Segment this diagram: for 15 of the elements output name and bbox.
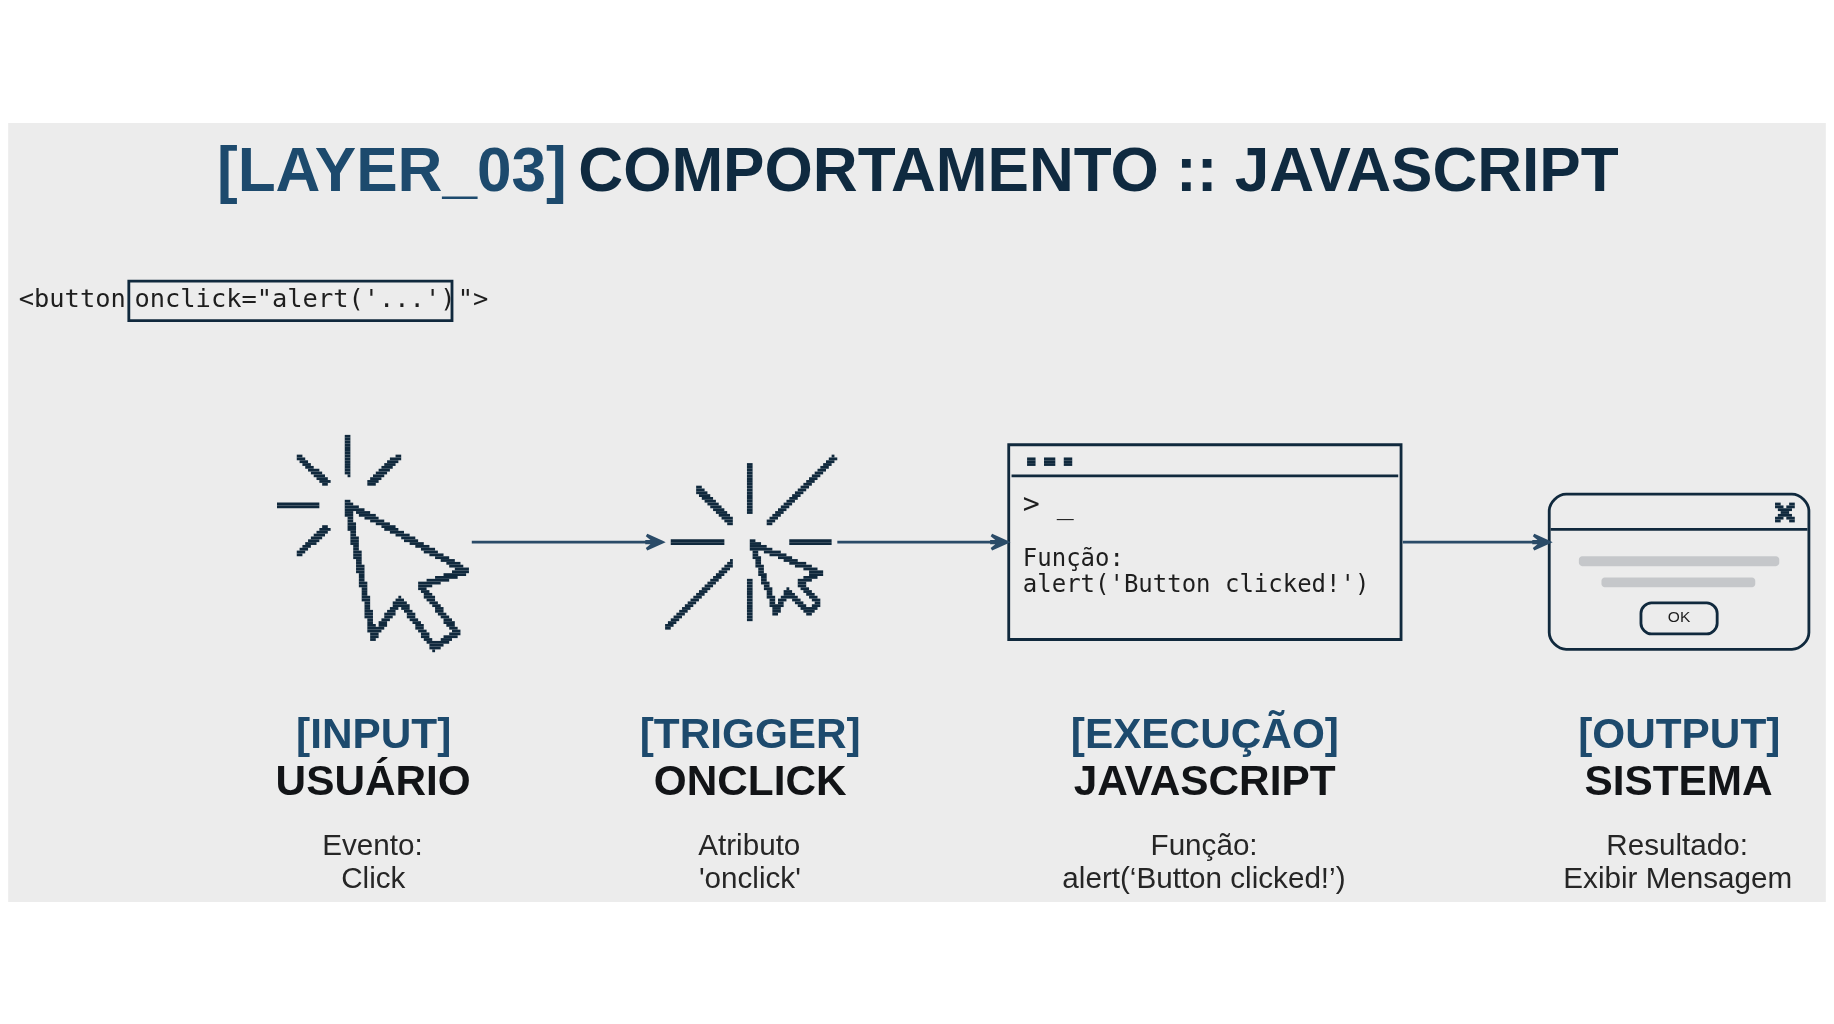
node-label: Evento: Click bbox=[322, 827, 423, 894]
diagram-title: [LAYER_03] COMPORTAMENTO :: JAVASCRIPT bbox=[217, 134, 1619, 204]
node-label: [OUTPUT] bbox=[1578, 709, 1781, 757]
node-label: <button bbox=[18, 282, 126, 313]
node-label: USUÁRIO bbox=[275, 756, 471, 804]
node-label: Função: alert(‘Button clicked!’) bbox=[1062, 827, 1346, 894]
node-label: [EXECUÇÃO] bbox=[1070, 709, 1339, 757]
node-label: Resultado: Exibir Mensagem bbox=[1563, 827, 1793, 894]
node-label: [INPUT] bbox=[296, 709, 452, 757]
node-label: "> bbox=[457, 282, 489, 313]
node-label: SISTEMA bbox=[1584, 756, 1773, 804]
node-label: JAVASCRIPT bbox=[1073, 756, 1336, 804]
node-label: Atributo 'onclick' bbox=[698, 827, 801, 894]
node-label: [TRIGGER] bbox=[639, 709, 861, 757]
node-label: ONCLICK bbox=[653, 756, 847, 804]
